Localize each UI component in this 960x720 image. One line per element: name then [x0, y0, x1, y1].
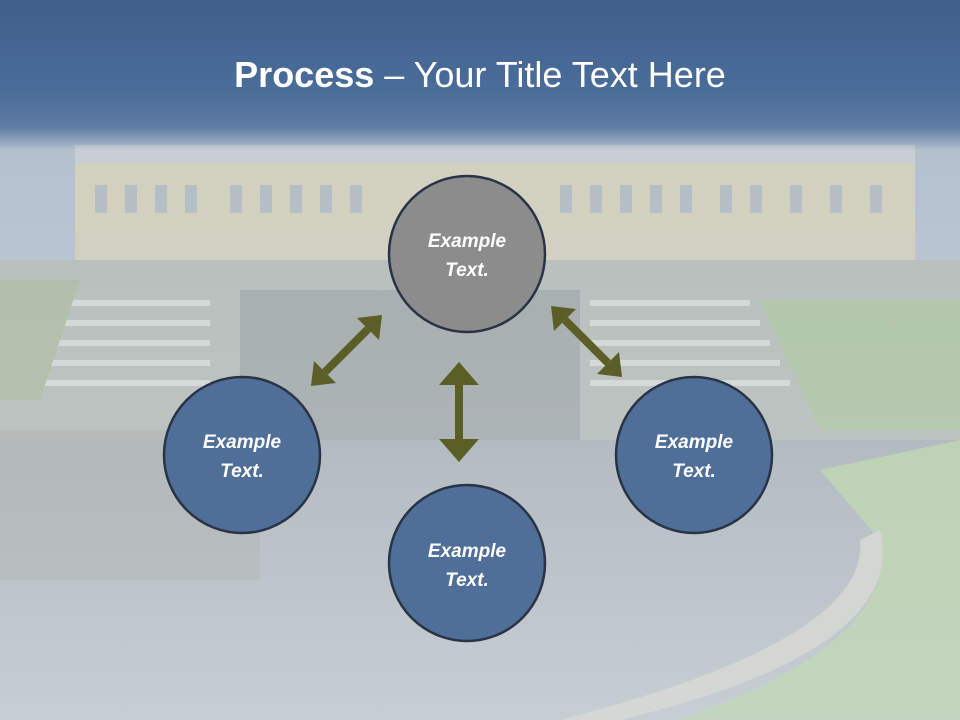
arrow-head	[439, 362, 479, 385]
node-label-line1: Example	[428, 541, 507, 562]
title-bold: Process	[234, 54, 375, 95]
node-label-line2: Text.	[220, 461, 264, 482]
arrow-head	[311, 361, 336, 386]
double-arrow-top-right	[551, 306, 622, 377]
arrow-shaft	[562, 317, 611, 366]
arrow-head	[439, 439, 479, 462]
double-arrow-top-left	[311, 315, 382, 386]
node-label-line2: Text.	[445, 260, 489, 281]
arrow-head	[357, 315, 382, 340]
node-label-line1: Example	[428, 231, 507, 252]
arrow-head	[551, 306, 576, 331]
node-circle	[162, 375, 322, 535]
title-band	[0, 0, 960, 150]
node-right: Example Text.	[614, 375, 774, 535]
double-arrow-vertical	[439, 362, 479, 462]
slide-title: Process – Your Title Text Here	[0, 52, 960, 98]
node-circle	[614, 375, 774, 535]
node-circle	[387, 174, 547, 334]
arrow-head	[597, 352, 622, 377]
node-bottom: Example Text.	[387, 483, 547, 643]
node-label-line2: Text.	[445, 570, 489, 591]
node-left: Example Text.	[162, 375, 322, 535]
arrow-shaft	[322, 326, 371, 375]
node-label-line1: Example	[655, 432, 734, 453]
node-label-line2: Text.	[672, 461, 716, 482]
node-circle	[387, 483, 547, 643]
node-top: Example Text.	[387, 174, 547, 334]
title-rest: – Your Title Text Here	[374, 54, 726, 95]
node-label-line1: Example	[203, 432, 282, 453]
